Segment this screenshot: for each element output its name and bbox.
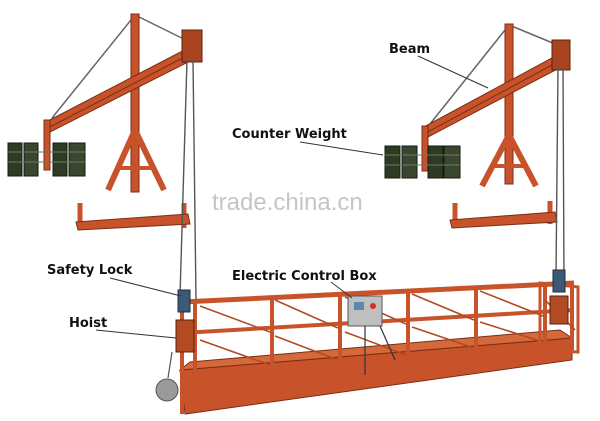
left-cable [179, 59, 188, 297]
left-beam-end [181, 29, 203, 63]
left-mast [130, 13, 140, 193]
counter-weight-leader [299, 141, 384, 156]
right-a-frame [479, 133, 512, 188]
hoist-device [175, 319, 195, 353]
left-tie-rod [51, 14, 136, 119]
watermark: trade.china.cn [212, 189, 363, 216]
right-tie-rod [429, 24, 510, 125]
left-counter-weights [7, 142, 86, 177]
beam-label: Beam [389, 42, 431, 57]
counter-weight-label: Counter Weight [232, 127, 347, 142]
platform-posts [180, 283, 574, 414]
cable-weight [155, 378, 179, 402]
right-beam [421, 51, 568, 139]
safety-lock-device [177, 289, 191, 313]
right-safety-lock-device [552, 269, 566, 293]
working-platform [178, 280, 580, 415]
beam-leader [417, 55, 489, 89]
right-counter-weights [384, 145, 461, 179]
platform-top-rail [181, 280, 575, 305]
left-hoist-assembly [155, 289, 195, 402]
electric-control-box-label: Electric Control Box [232, 269, 377, 284]
right-suspension-mechanism [384, 23, 571, 283]
hoist-leader [95, 329, 177, 339]
safety-lock-label: Safety Lock [47, 263, 133, 278]
control-box-leader [330, 281, 353, 299]
left-beam [43, 43, 201, 134]
safety-lock-leader [109, 277, 182, 297]
hoist-label: Hoist [69, 316, 108, 331]
left-suspension-mechanism [7, 13, 203, 301]
leader-lines [95, 55, 489, 339]
right-cable [555, 67, 559, 276]
right-beam-end [551, 39, 571, 71]
right-hoist-device [549, 295, 569, 325]
electric-control-box [347, 295, 396, 375]
right-mast [504, 23, 514, 185]
left-a-frame [105, 128, 138, 192]
